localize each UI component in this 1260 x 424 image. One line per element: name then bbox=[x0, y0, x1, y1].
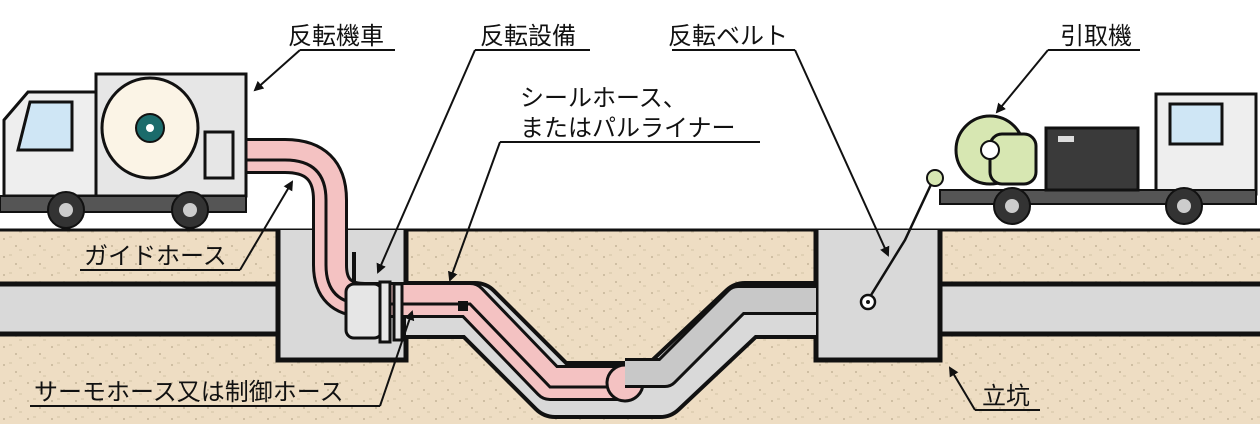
reversing-truck bbox=[0, 72, 248, 229]
existing-pipe bbox=[0, 281, 1260, 337]
manhole-right bbox=[813, 230, 943, 363]
label-reversing-equipment: 反転設備 bbox=[480, 22, 576, 50]
reversing-belt bbox=[866, 175, 937, 301]
label-puller: 引取機 bbox=[1060, 22, 1132, 50]
leader-lines bbox=[30, 49, 1140, 411]
label-seal-hose-2: またはパルライナー bbox=[520, 114, 736, 142]
label-guide-hose: ガイドホース bbox=[84, 242, 227, 270]
label-shaft: 立坑 bbox=[982, 382, 1030, 410]
reversing-equipment bbox=[344, 252, 468, 344]
label-reversing-belt: 反転ベルト bbox=[668, 22, 788, 50]
label-seal-hose-1: シールホース、 bbox=[520, 84, 687, 112]
label-reversing-truck: 反転機車 bbox=[288, 22, 384, 50]
reversed-hose bbox=[625, 288, 816, 385]
puller-truck bbox=[926, 92, 1258, 225]
label-thermo-hose: サーモホース又は制御ホース bbox=[34, 378, 344, 406]
